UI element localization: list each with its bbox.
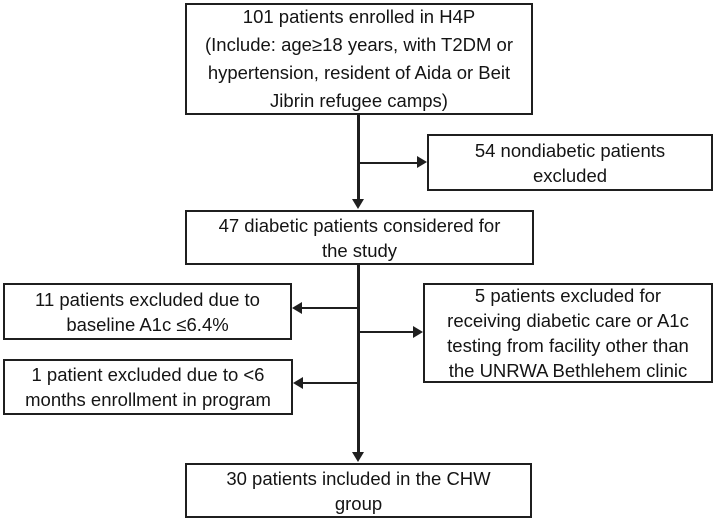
- node-enrollment-line-1: 1 patient excluded due to <6: [31, 364, 265, 385]
- node-enrolled: 101 patients enrolled in H4P (Include: a…: [185, 3, 533, 115]
- node-nondiabetic-line-1: 54 nondiabetic patients: [474, 139, 666, 161]
- arrowhead-left-enrollment: [293, 376, 303, 389]
- connector-to-nondiabetic-excluded: [358, 161, 418, 164]
- connector-to-a1c-excluded: [301, 306, 359, 309]
- node-enrollment-line-2: months enrollment in program: [25, 389, 271, 410]
- arrowhead-down-considered: [352, 199, 364, 209]
- node-facility-line-3: testing from facility other than: [447, 335, 689, 356]
- arrowhead-down-chw: [352, 452, 364, 462]
- node-facility-excluded: 5 patients excluded for receiving diabet…: [423, 283, 713, 383]
- node-a1c-line-1: 11 patients excluded due to: [35, 288, 260, 310]
- connector-considered-to-chw: [357, 265, 360, 453]
- arrowhead-left-a1c: [292, 301, 302, 314]
- node-diabetic-considered: 47 diabetic patients considered for the …: [185, 210, 534, 265]
- node-enrollment-excluded: 1 patient excluded due to <6 months enro…: [3, 359, 293, 415]
- connector-to-facility-excluded: [358, 330, 414, 333]
- node-chw-line-2: group: [334, 492, 383, 514]
- node-nondiabetic-line-2: excluded: [532, 164, 608, 186]
- node-enrolled-line-3: hypertension, resident of Aida or Beit: [207, 62, 511, 83]
- node-enrolled-line-1: 101 patients enrolled in H4P: [242, 6, 476, 27]
- node-facility-line-2: receiving diabetic care or A1c: [447, 310, 689, 331]
- node-enrolled-line-4: Jibrin refugee camps): [270, 90, 448, 111]
- node-chw-group: 30 patients included in the CHW group: [185, 463, 532, 518]
- node-chw-line-1: 30 patients included in the CHW: [226, 467, 491, 489]
- connector-to-enrollment-excluded: [302, 381, 359, 384]
- connector-enrolled-to-considered: [357, 115, 360, 200]
- node-nondiabetic-excluded: 54 nondiabetic patients excluded: [427, 134, 713, 191]
- node-facility-line-4: the UNRWA Bethlehem clinic: [448, 360, 688, 381]
- node-a1c-excluded: 11 patients excluded due to baseline A1c…: [3, 283, 292, 340]
- arrowhead-right-nondiabetic: [417, 156, 427, 168]
- node-facility-line-1: 5 patients excluded for: [474, 285, 662, 306]
- node-considered-line-1: 47 diabetic patients considered for: [218, 214, 501, 236]
- arrowhead-right-facility: [413, 325, 423, 338]
- node-enrolled-line-2: (Include: age≥18 years, with T2DM or: [204, 34, 513, 55]
- node-a1c-line-2: baseline A1c ≤6.4%: [66, 313, 229, 335]
- node-considered-line-2: the study: [321, 239, 398, 261]
